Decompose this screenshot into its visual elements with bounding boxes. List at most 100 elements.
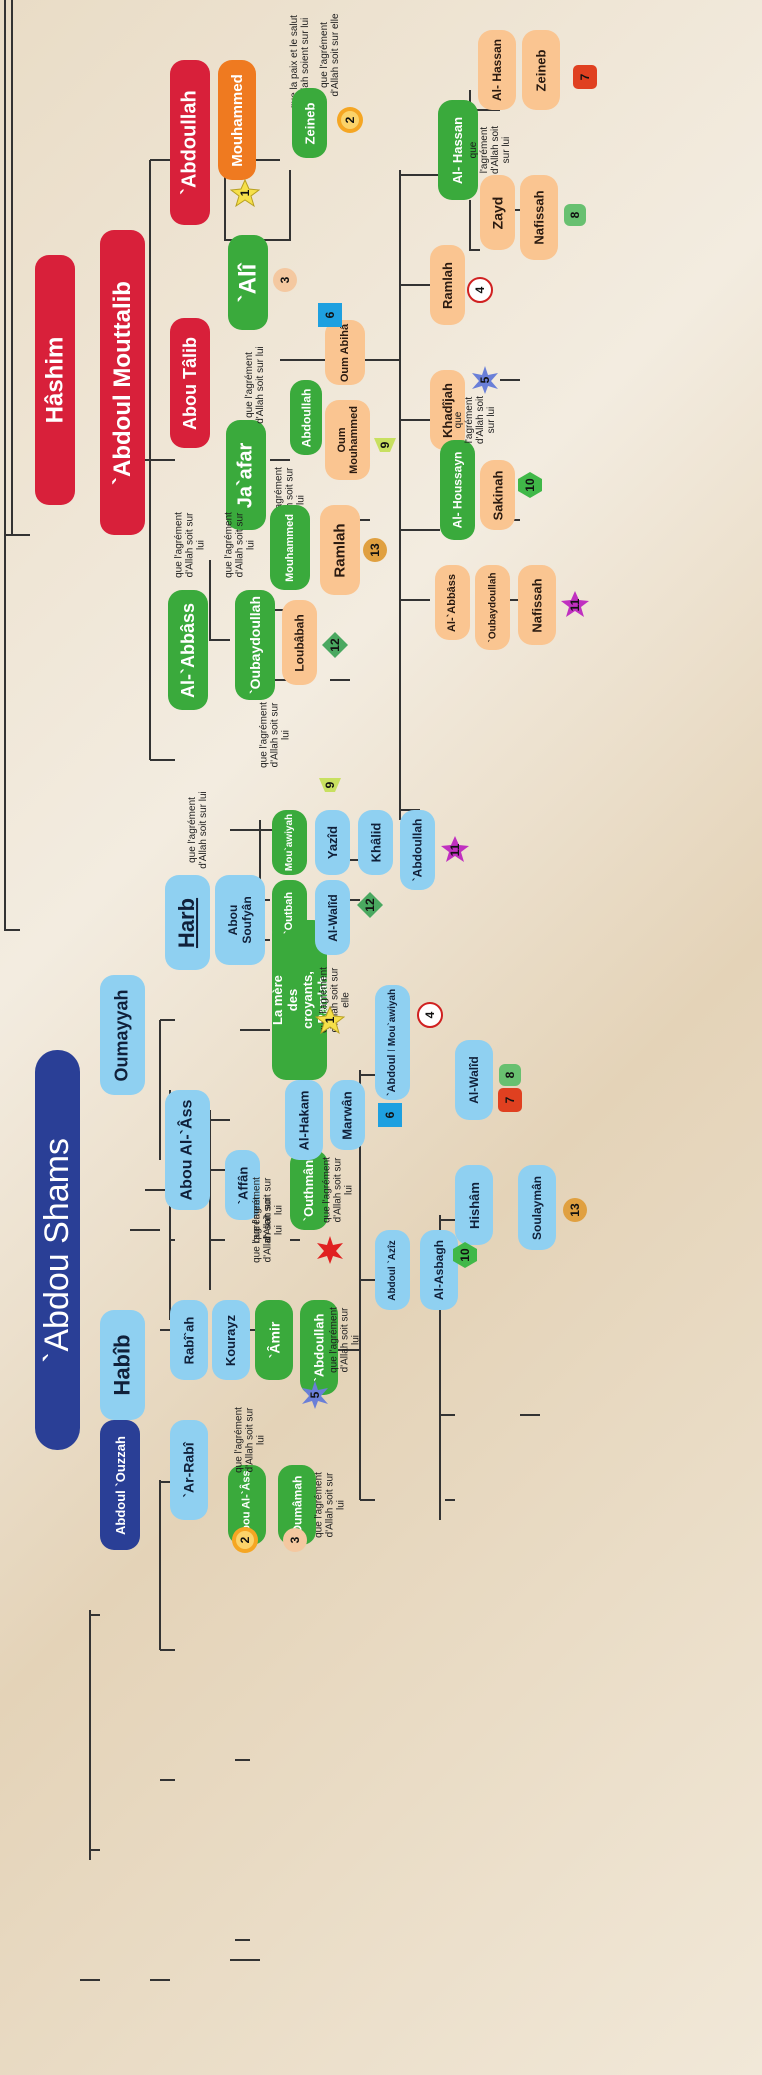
note-agrement-al-abbass: que l'agrément d'Allah soit sur lui xyxy=(173,512,207,578)
badge-star-5-b: 5 xyxy=(300,1380,330,1410)
node-al-hassan-2[interactable]: Al- Hassan xyxy=(478,30,516,110)
node-soulayman[interactable]: Soulaymân xyxy=(518,1165,556,1250)
note-agrement-al-houssayn: que l'agrément d'Allah soit sur lui xyxy=(453,395,497,445)
badge-flower-2: 2 xyxy=(335,105,365,135)
node-mouhammed[interactable]: Mouhammed xyxy=(218,60,256,180)
node-abdou-shams[interactable]: `Abdou Shams xyxy=(35,1050,80,1450)
node-zeineb[interactable]: Zeineb xyxy=(292,88,327,158)
node-ali[interactable]: `Alî xyxy=(228,235,268,330)
node-habib[interactable]: Habîb xyxy=(100,1310,145,1420)
node-sakinah[interactable]: Sakinah xyxy=(480,460,515,530)
node-loubabah[interactable]: Loubâbah xyxy=(282,600,317,685)
badge-13-b: 13 xyxy=(560,1195,590,1225)
node-abou-soufyan[interactable]: Abou Soufyân xyxy=(215,875,265,965)
note-agrement-amir: que l'agrément d'Allah soit sur lui xyxy=(251,1197,285,1263)
node-khadijah[interactable]: Khadîjah xyxy=(430,370,465,450)
badge-7: 7 xyxy=(570,62,600,92)
badge-8: 8 xyxy=(560,200,590,230)
badge-flower-3-b: 3 xyxy=(280,1525,310,1555)
node-oubaydoullah-a[interactable]: `Oubaydoullah xyxy=(475,565,510,650)
badge-flower-3: 3 xyxy=(270,265,300,295)
badge-8-b: 8 xyxy=(495,1060,525,1090)
node-mouhammed-j[interactable]: Mouhammed xyxy=(270,505,310,590)
node-abdoullah-h[interactable]: `Abdoullah xyxy=(300,1300,338,1395)
badge-12: 12 xyxy=(320,630,350,660)
note-peace-mouhammed: que la paix et le salut d'Allah soient s… xyxy=(289,15,311,109)
node-al-houssayn[interactable]: Al- Houssayn xyxy=(440,440,475,540)
node-ar-rabi[interactable]: `Ar-Rabî xyxy=(170,1420,208,1520)
node-khalid[interactable]: Khâlid xyxy=(358,810,393,875)
node-outbah[interactable]: `Outbah xyxy=(272,880,307,945)
note-agrement-harb: que l'agrément d'Allah soit sur lui xyxy=(187,791,209,869)
node-oumayyah[interactable]: Oumayyah xyxy=(100,975,145,1095)
node-abdoullah-j[interactable]: Abdoullah xyxy=(290,380,322,455)
node-abdoul-aziz[interactable]: Abdoul `Azîz xyxy=(375,1230,410,1310)
node-nafissah-a[interactable]: Nafissah xyxy=(518,565,556,645)
node-oubaydoullah[interactable]: `Oubaydoullah xyxy=(235,590,275,700)
badge-6-b: 6 xyxy=(375,1100,405,1130)
badge-10-b: 10 xyxy=(450,1240,480,1270)
node-harb[interactable]: Harb xyxy=(165,875,210,970)
node-yazid[interactable]: Yazîd xyxy=(315,810,350,875)
badge-12-b: 12 xyxy=(355,890,385,920)
note-agrement-outhman-2: que l'agrément d'Allah soit sur lui xyxy=(321,1157,355,1223)
node-jaafar[interactable]: Ja`afar xyxy=(226,420,266,530)
note-agrement-zeineb: que l'agrément d'Allah soit sur elle xyxy=(319,13,341,97)
node-abdoul-ouzzah[interactable]: Abdoul `Ouzzah xyxy=(100,1420,140,1550)
node-abdoullah[interactable]: `Abdoullah xyxy=(170,60,210,225)
note-agrement-oumamah: que l'agrément d'Allah soit sur lui xyxy=(313,1472,347,1538)
node-al-asbagh[interactable]: Al-Asbagh xyxy=(420,1230,458,1310)
badge-13: 13 xyxy=(360,535,390,565)
note-agrement-abdoullah-h: que l'agrément d'Allah soit sur lui xyxy=(328,1307,362,1373)
badge-11: 11 xyxy=(560,590,590,620)
node-rabiah[interactable]: Rabî`ah xyxy=(170,1300,208,1380)
node-al-walid-o[interactable]: Al-Walîd xyxy=(315,880,350,955)
badge-9: 9 xyxy=(370,430,400,460)
node-marwan[interactable]: Marwân xyxy=(330,1080,365,1150)
badge-7-b: 7 xyxy=(495,1085,525,1115)
node-kourayz[interactable]: Kourayz xyxy=(212,1300,250,1380)
note-agrement-al-hassan: que l'agrément d'Allah soit sur lui xyxy=(468,125,512,175)
node-amir[interactable]: `Âmir xyxy=(255,1300,293,1380)
badge-11-b: 11 xyxy=(440,835,470,865)
node-hisham[interactable]: Hishâm xyxy=(455,1165,493,1245)
badge-9-b: 9 xyxy=(315,770,345,800)
node-al-abbass[interactable]: Al-`Abbâss xyxy=(168,590,208,710)
node-abou-talib[interactable]: Abou Tâlib xyxy=(170,318,210,448)
badge-4-b: 4 xyxy=(415,1000,445,1030)
node-hashim[interactable]: Hâshim xyxy=(35,255,75,505)
node-mouawiyah[interactable]: Mou`awiyah xyxy=(272,810,307,875)
note-agrement-oubaydoullah: que l'agrément d'Allah soit sur lui xyxy=(223,512,257,578)
badge-1-b: 1 xyxy=(315,1005,345,1035)
note-agrement-mouawiyah: que l'agrément d'Allah soit sur lui xyxy=(258,702,292,768)
note-agrement-elle-mere: que l'agrément d'Allah soit sur elle xyxy=(318,967,352,1033)
badge-flower-2-b: 2 xyxy=(230,1525,260,1555)
badge-heart-4: 4 xyxy=(465,275,495,305)
badge-star-5: 5 xyxy=(470,365,500,395)
node-abdoul-mouttalib[interactable]: `Abdoul Mouttalib xyxy=(100,230,145,535)
node-outhman[interactable]: `Outhmân xyxy=(290,1150,328,1230)
node-oum-mouhammed[interactable]: Oum Mouhammed xyxy=(325,400,370,480)
note-agrement-jaafar: que l'agrément d'Allah soit sur lui xyxy=(273,467,307,533)
node-al-abbass-a[interactable]: Al-`Abbâss xyxy=(435,565,470,640)
badge-10: 10 xyxy=(515,470,545,500)
node-oum-abiha[interactable]: Oum Abihâ xyxy=(325,320,365,385)
node-al-hassan[interactable]: Al- Hassan xyxy=(438,100,478,200)
node-al-walid-m[interactable]: Al-Walîd xyxy=(455,1040,493,1120)
node-ramlah-a[interactable]: Ramlah xyxy=(430,245,465,325)
node-zeineb-2[interactable]: Zeineb xyxy=(522,30,560,110)
node-nafissah-h[interactable]: Nafissah xyxy=(520,175,558,260)
node-zayd[interactable]: Zayd xyxy=(480,175,515,250)
badge-star-red xyxy=(315,1235,345,1265)
badge-star-1: 1 xyxy=(230,178,260,208)
node-abdoullah-m[interactable]: `Abdoullah xyxy=(400,810,435,890)
note-agrement-abdoullah-j: que l'agrément d'Allah soit sur lui xyxy=(244,346,266,424)
node-affan[interactable]: `Affân xyxy=(225,1150,260,1220)
node-mouawiyah-m[interactable]: Mou`awiyah xyxy=(375,985,410,1050)
note-agrement-abou-al-ass-2: que l'agrément d'Allah soit sur lui xyxy=(233,1407,267,1473)
node-abou-al-ass[interactable]: Abou Al-`Âss xyxy=(165,1090,210,1210)
node-al-hakam[interactable]: Al-Hakam xyxy=(285,1080,323,1160)
badge-6: 6 xyxy=(315,300,345,330)
node-ramlah-j[interactable]: Ramlah xyxy=(320,505,360,595)
